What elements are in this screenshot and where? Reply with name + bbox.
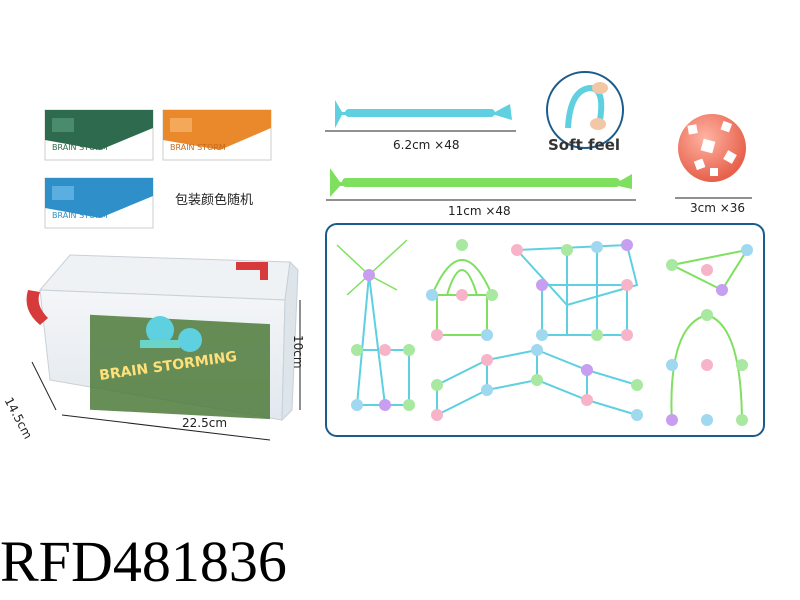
package-color-note: 包装颜色随机 — [175, 193, 254, 208]
short-stick — [335, 100, 512, 128]
package-variant-blue: BRAIN STORM — [44, 177, 154, 229]
long-stick — [330, 168, 632, 197]
short-stick-label: 6.2cm ×48 — [393, 138, 460, 152]
connector-ball — [678, 114, 746, 182]
long-stick-label: 11cm ×48 — [448, 204, 511, 218]
box-height-label: 10cm — [291, 335, 305, 369]
ball-label: 3cm ×36 — [690, 201, 746, 215]
package-variant-orange: BRAIN STORM — [162, 109, 272, 161]
box-handle-left — [26, 290, 48, 325]
box-width-label: 22.5cm — [182, 416, 228, 430]
product-code: RFD481836 — [0, 529, 287, 594]
svg-text:BRAIN STORM: BRAIN STORM — [52, 143, 108, 152]
example-builds — [336, 239, 753, 426]
svg-text:BRAIN STORM: BRAIN STORM — [170, 143, 226, 152]
soft-feel-label: Soft feel — [548, 136, 621, 154]
package-variant-green: BRAIN STORM — [44, 109, 154, 161]
storage-box: BRAIN STORMING — [26, 254, 299, 422]
box-handle-right — [236, 262, 268, 280]
example-builds-panel — [325, 223, 765, 437]
soft-feel-badge — [546, 71, 624, 149]
svg-text:BRAIN STORM: BRAIN STORM — [52, 211, 108, 220]
